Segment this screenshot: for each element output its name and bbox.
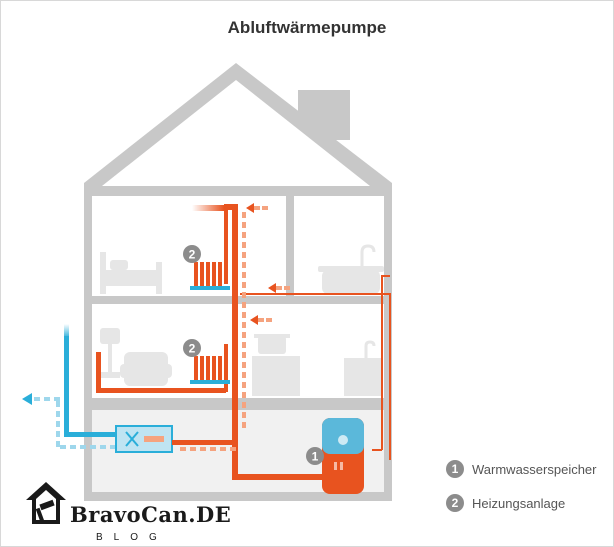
airflow-arrows — [246, 203, 290, 325]
legend-number-badge: 2 — [446, 494, 464, 512]
radiator-upper — [190, 262, 230, 290]
brand-subtitle: BLOG — [96, 532, 168, 543]
brand-watermark: BravoCan.DE BLOG — [24, 480, 231, 543]
extract-air-pipes — [22, 324, 116, 449]
legend-label: Warmwasserspeicher — [472, 461, 597, 477]
svg-text:2: 2 — [189, 342, 196, 356]
legend-number-badge: 1 — [446, 460, 464, 478]
heating-pipes — [96, 203, 391, 480]
radiator-lower — [190, 356, 230, 384]
svg-text:2: 2 — [189, 248, 196, 262]
kitchen-icon — [252, 334, 382, 396]
bed-icon — [100, 252, 162, 294]
badge-tank: 1 — [306, 447, 324, 465]
brand-name: BravoCan.DE — [70, 502, 232, 527]
armchair-icon — [100, 328, 172, 386]
legend-item-heating: 2 Heizungsanlage — [446, 492, 597, 514]
svg-text:1: 1 — [312, 450, 319, 464]
hot-water-tank — [322, 418, 364, 494]
legend-label: Heizungsanlage — [472, 495, 566, 511]
heat-pump-unit — [115, 425, 173, 453]
legend: 1 Warmwasserspeicher 2 Heizungsanlage — [446, 458, 597, 526]
house-hammer-logo-icon — [26, 482, 66, 524]
badge-radiator-lower: 2 — [183, 339, 201, 357]
bathtub-icon — [318, 244, 384, 294]
legend-item-tank: 1 Warmwasserspeicher — [446, 458, 597, 480]
badge-radiator-upper: 2 — [183, 245, 201, 263]
furniture — [100, 244, 384, 396]
diagram-title: Abluftwärmepumpe — [227, 18, 387, 37]
